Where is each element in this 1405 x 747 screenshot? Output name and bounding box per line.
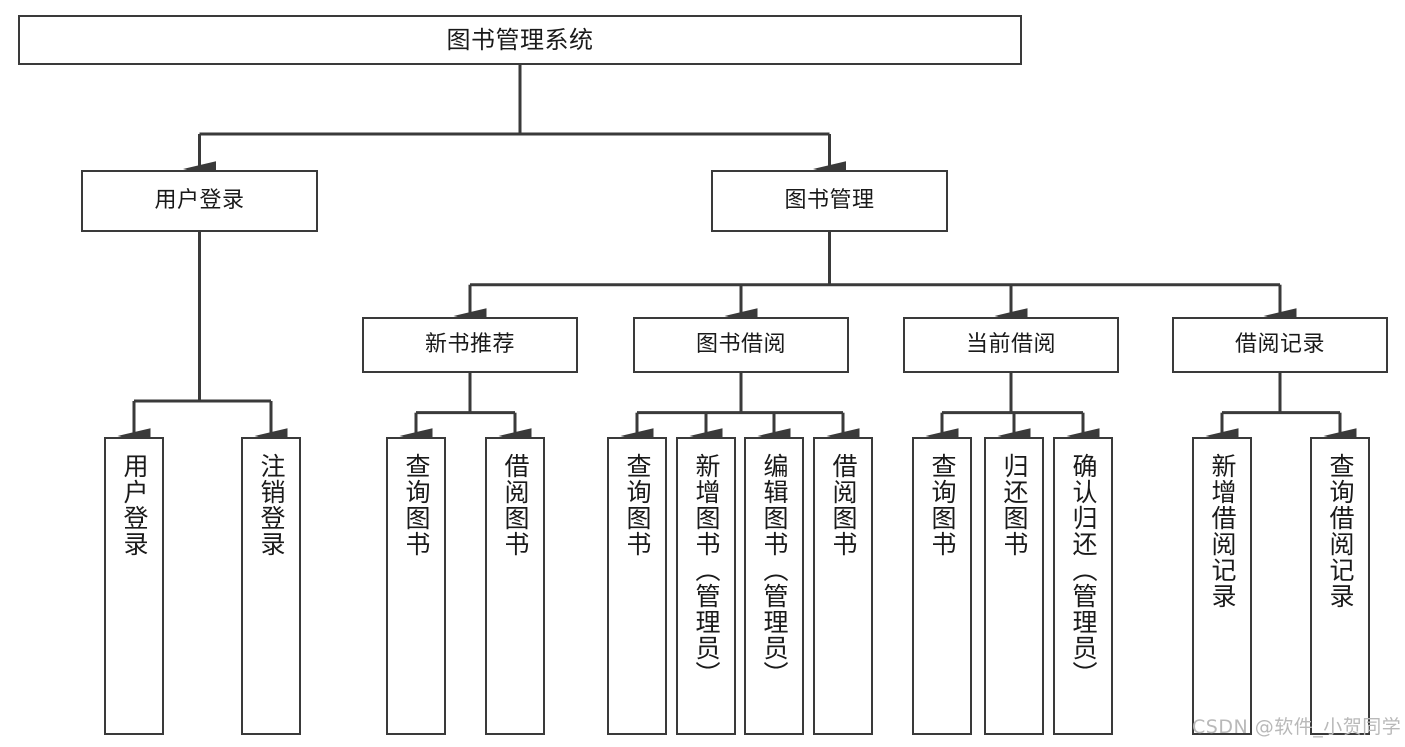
node-label: 新书推荐 [424,331,515,357]
node-user-login[interactable]: 用户登录 [81,170,318,232]
node-label: 归还图书 [1000,453,1029,557]
node-leaf-query-record[interactable]: 查询借阅记录 [1310,437,1370,735]
node-current-borrow[interactable]: 当前借阅 [903,317,1119,373]
node-leaf-query-book-1[interactable]: 查询图书 [386,437,446,735]
node-leaf-confirm-return[interactable]: 确认归还（管理员） [1053,437,1113,735]
node-label: 图书管理 [784,187,875,213]
node-leaf-edit-book[interactable]: 编辑图书（管理员） [744,437,804,735]
node-label: 编辑图书（管理员） [760,453,789,687]
node-leaf-query-book-3[interactable]: 查询图书 [912,437,972,735]
node-book-borrow[interactable]: 图书借阅 [633,317,849,373]
node-label: 查询图书 [928,453,957,557]
node-label: 注销登录 [257,453,286,557]
node-leaf-add-book[interactable]: 新增图书（管理员） [676,437,736,735]
node-label: 当前借阅 [965,331,1056,357]
node-label: 查询图书 [402,453,431,557]
node-label: 查询图书 [623,453,652,557]
node-leaf-query-book-2[interactable]: 查询图书 [607,437,667,735]
node-leaf-add-record[interactable]: 新增借阅记录 [1192,437,1252,735]
node-leaf-user-login[interactable]: 用户登录 [104,437,164,735]
node-leaf-return-book[interactable]: 归还图书 [984,437,1044,735]
node-leaf-user-logout[interactable]: 注销登录 [241,437,301,735]
node-label: 查询借阅记录 [1326,453,1355,609]
node-leaf-borrow-book-1[interactable]: 借阅图书 [485,437,545,735]
node-label: 新增图书（管理员） [692,453,721,687]
node-label: 用户登录 [120,453,149,557]
node-label: 图书管理系统 [446,25,594,54]
node-label: 用户登录 [154,187,245,213]
node-borrow-record[interactable]: 借阅记录 [1172,317,1388,373]
node-label: 确认归还（管理员） [1069,453,1098,687]
node-leaf-borrow-book-2[interactable]: 借阅图书 [813,437,873,735]
node-root[interactable]: 图书管理系统 [18,15,1022,65]
node-label: 新增借阅记录 [1208,453,1237,609]
node-label: 借阅图书 [501,453,530,557]
node-book-manage[interactable]: 图书管理 [711,170,948,232]
node-new-book-rec[interactable]: 新书推荐 [362,317,578,373]
node-label: 借阅图书 [829,453,858,557]
node-label: 图书借阅 [695,331,786,357]
csdn-watermark: CSDN @软件_小贺同学 [1192,716,1402,738]
node-label: 借阅记录 [1234,331,1325,357]
